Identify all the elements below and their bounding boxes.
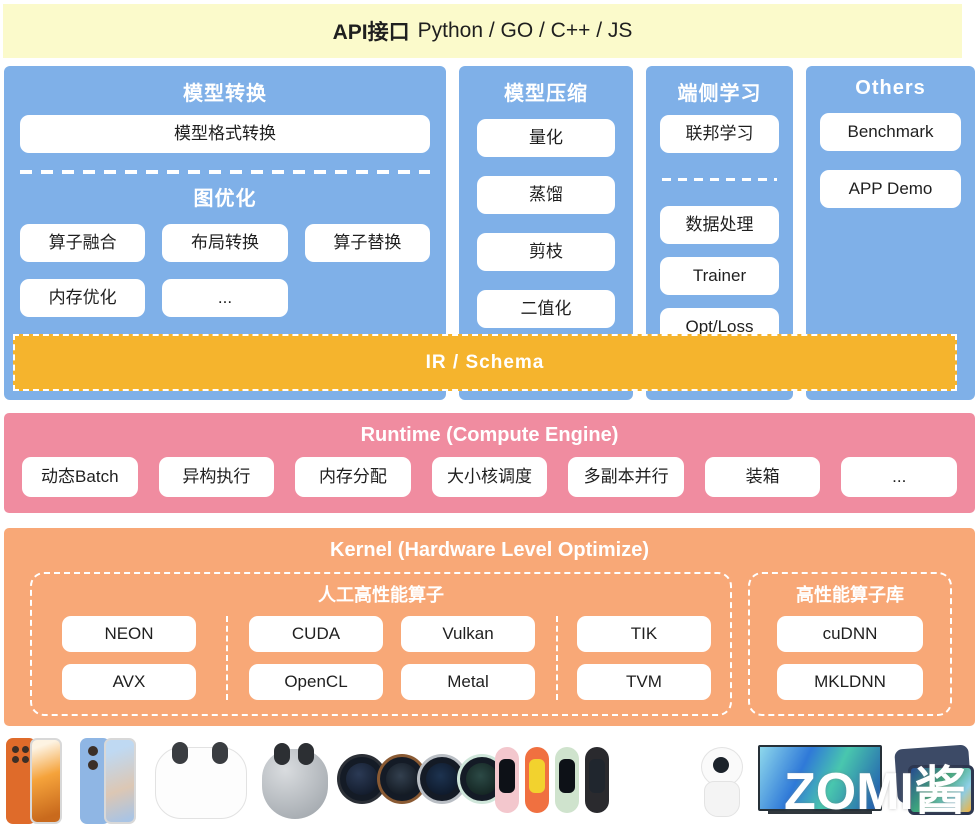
vulkan-box: Vulkan: [401, 616, 535, 652]
hetero-exec-box: 异构执行: [158, 457, 275, 497]
tablet-group-icon: [884, 739, 978, 829]
smart-tv-icon: [758, 739, 886, 829]
tik-box: TIK: [577, 616, 711, 652]
dashed-divider: [662, 178, 777, 181]
graph-opt-title: 图优化: [193, 188, 257, 210]
model-compress-title: 模型压缩: [504, 83, 588, 105]
compiler-group: TIK TVM: [558, 616, 730, 700]
gpu-api-group: CUDA Vulkan OpenCL Metal: [228, 616, 558, 700]
federated-learning-box: 联邦学习: [660, 115, 779, 153]
quantization-box: 量化: [477, 119, 615, 157]
api-banner-title: API接口: [332, 21, 410, 44]
more-runtime-box: ...: [841, 457, 958, 497]
data-process-box: 数据处理: [660, 206, 779, 244]
runtime-title: Runtime (Compute Engine): [360, 424, 619, 446]
cuda-box: CUDA: [249, 616, 383, 652]
manual-ops-title: 人工高性能算子: [318, 585, 444, 605]
op-replace-box: 算子替换: [304, 224, 430, 262]
cudnn-box: cuDNN: [777, 616, 923, 652]
kernel-section: Kernel (Hardware Level Optimize) 人工高性能算子…: [4, 528, 975, 726]
smartphone-blue-icon: [80, 735, 144, 829]
memory-opt-box: 内存优化: [20, 279, 146, 317]
app-demo-box: APP Demo: [820, 170, 961, 208]
neon-box: NEON: [62, 616, 196, 652]
empty-cell: [305, 279, 430, 317]
cpu-simd-group: NEON AVX: [32, 616, 228, 700]
metal-box: Metal: [401, 664, 535, 700]
trainer-box: Trainer: [660, 257, 779, 295]
memory-alloc-box: 内存分配: [295, 457, 411, 497]
op-fusion-box: 算子融合: [20, 224, 146, 262]
benchmark-box: Benchmark: [820, 113, 961, 151]
api-banner-languages: Python / GO / C++ / JS: [417, 19, 633, 42]
tvm-box: TVM: [577, 664, 711, 700]
smartphone-orange-icon: [6, 735, 68, 829]
fitness-band-group-icon: [495, 735, 615, 829]
mkldnn-box: MKLDNN: [777, 664, 923, 700]
supported-devices-strip: ZOMI酱: [0, 735, 978, 829]
runtime-section: Runtime (Compute Engine) 动态Batch 异构执行 内存…: [4, 413, 975, 513]
binarization-box: 二值化: [477, 290, 615, 328]
security-camera-icon: [697, 741, 745, 829]
dynamic-batch-box: 动态Batch: [22, 457, 138, 497]
device-learning-title: 端侧学习: [677, 83, 762, 105]
others-title: Others: [855, 77, 926, 99]
earbuds-case-white-icon: [155, 735, 255, 829]
op-libs-title: 高性能算子库: [796, 585, 904, 605]
earbuds-case-gray-icon: [262, 735, 332, 829]
zomi-watermark: ZOMI酱: [784, 763, 966, 821]
big-little-core-box: 大小核调度: [431, 457, 548, 497]
api-banner: API接口 Python / GO / C++ / JS: [3, 4, 962, 58]
opencl-box: OpenCL: [249, 664, 383, 700]
format-convert-box: 模型格式转换: [20, 115, 430, 153]
layout-transform-box: 布局转换: [162, 224, 288, 262]
more-graph-opt-box: ...: [162, 279, 288, 317]
avx-box: AVX: [62, 664, 196, 700]
multi-replica-box: 多副本并行: [568, 457, 684, 497]
packing-box: 装箱: [704, 457, 821, 497]
ir-schema-bar: IR / Schema: [13, 334, 957, 391]
op-libs-box: 高性能算子库 cuDNN MKLDNN: [748, 572, 952, 716]
manual-ops-box: 人工高性能算子 NEON AVX CUDA Vulkan OpenCL Meta…: [30, 572, 732, 716]
model-convert-title: 模型转换: [183, 83, 267, 105]
dashed-divider: [20, 170, 430, 174]
kernel-title: Kernel (Hardware Level Optimize): [330, 539, 649, 561]
smartwatch-group-icon: [340, 735, 505, 829]
distillation-box: 蒸馏: [477, 176, 615, 214]
pruning-box: 剪枝: [477, 233, 615, 271]
